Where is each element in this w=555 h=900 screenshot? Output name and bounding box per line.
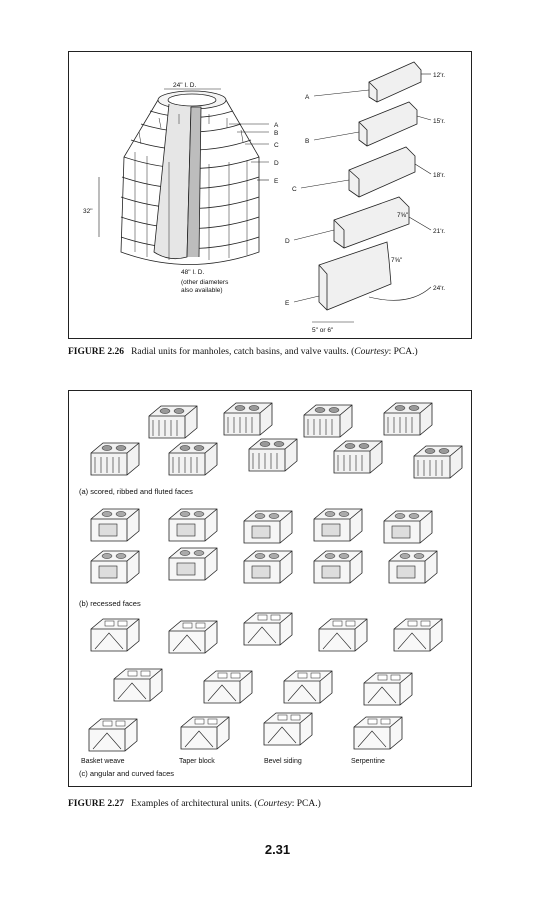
figure-2-27-courtesy-source: : PCA.) <box>291 799 321 809</box>
block-a2 <box>223 402 273 436</box>
manhole-cone-drawing <box>120 90 260 265</box>
block-a5 <box>90 442 140 476</box>
section-c-label: (c) angular and curved faces <box>79 769 174 778</box>
radial-unit-drawings <box>318 61 422 311</box>
block-c8 <box>283 670 333 704</box>
radius-24: 24ʹr. <box>433 284 445 292</box>
radial-units-illustration: 24" I. D. 32" 48" I. D. (other diameters… <box>83 61 445 334</box>
block-b6 <box>90 550 140 584</box>
block-b10 <box>388 550 438 584</box>
bottom-id-label: 48" I. D. <box>181 269 204 276</box>
figure-2-27-caption-text: Examples of architectural units. ( <box>131 799 258 809</box>
radius-21: 21ʹr. <box>433 227 445 235</box>
block-b8 <box>243 550 293 584</box>
block-b9 <box>313 550 363 584</box>
page-number: 2.31 <box>264 842 291 857</box>
ring-label-d: D <box>274 160 279 167</box>
block-a3 <box>303 404 353 438</box>
block-c9 <box>363 672 413 706</box>
block-c2 <box>168 620 218 654</box>
architectural-units-illustration: (a) scored, ribbed and fluted faces (b) … <box>79 402 463 778</box>
block-c5 <box>393 618 443 652</box>
radius-15: 15ʹr. <box>433 117 445 125</box>
block-c6 <box>113 668 163 702</box>
block-a1 <box>148 405 198 439</box>
block-b5 <box>383 510 433 544</box>
block-serpentine <box>353 716 403 750</box>
unit-name-basket-weave: Basket weave <box>81 758 125 765</box>
top-id-label: 24" I. D. <box>173 82 196 89</box>
unit-label-a: A <box>305 94 310 101</box>
unit-label-b: B <box>305 138 309 145</box>
block-b4 <box>313 508 363 542</box>
block-b2 <box>168 508 218 542</box>
block-b7 <box>168 547 218 581</box>
figure-2-26-caption: FIGURE 2.26 Radial units for manholes, c… <box>68 347 418 357</box>
figure-2-26-number: FIGURE 2.26 <box>68 347 124 357</box>
block-taper <box>180 716 230 750</box>
figure-2-26-caption-text: Radial units for manholes, catch basins,… <box>131 347 355 357</box>
ring-label-c: C <box>274 142 279 149</box>
note-line-1: (other diameters <box>181 279 229 286</box>
unit-label-d: D <box>285 238 290 245</box>
block-a8 <box>333 440 383 474</box>
height-label: 32" <box>83 208 93 215</box>
figure-2-27-number: FIGURE 2.27 <box>68 799 124 809</box>
block-c7 <box>203 670 253 704</box>
unit-name-bevel-siding: Bevel siding <box>264 758 302 765</box>
ring-leaders <box>229 123 269 181</box>
block-a9 <box>413 445 463 479</box>
block-a6 <box>168 442 218 476</box>
figure-2-26-courtesy: Courtesy <box>354 347 389 357</box>
section-a-label: (a) scored, ribbed and fluted faces <box>79 487 193 496</box>
unit-label-c: C <box>292 186 297 193</box>
block-a7 <box>248 438 298 472</box>
block-bevel-siding <box>263 712 313 746</box>
ring-label-a: A <box>274 122 279 129</box>
block-b1 <box>90 508 140 542</box>
figure-2-27-caption: FIGURE 2.27 Examples of architectural un… <box>68 799 321 809</box>
note-line-2: also available) <box>181 287 223 294</box>
figure-2-26-courtesy-source: : PCA.) <box>388 347 418 357</box>
block-c4 <box>318 618 368 652</box>
block-a4 <box>383 402 433 436</box>
figure-2-27-courtesy: Courtesy <box>257 799 292 809</box>
block-basket-weave <box>88 718 138 752</box>
section-b-label: (b) recessed faces <box>79 599 141 608</box>
block-c1 <box>90 618 140 652</box>
radius-12: 12ʹr. <box>433 71 445 79</box>
block-b3 <box>243 510 293 544</box>
unit-label-e: E <box>285 300 290 307</box>
radius-18: 18ʹr. <box>433 171 445 179</box>
depth-label: 5" or 6" <box>312 327 334 334</box>
unit-name-taper-block: Taper block <box>179 758 215 765</box>
ring-label-b: B <box>274 130 278 137</box>
figure-2-27-panel: (a) scored, ribbed and fluted faces (b) … <box>68 390 472 787</box>
ring-label-e: E <box>274 178 279 185</box>
height-e-label: 7⅝" <box>391 257 403 264</box>
unit-leaders <box>293 73 432 323</box>
unit-name-serpentine: Serpentine <box>351 758 385 765</box>
figure-2-26-panel: 24" I. D. 32" 48" I. D. (other diameters… <box>68 51 472 339</box>
height-d-label: 7⅝" <box>397 212 409 219</box>
block-c3 <box>243 612 293 646</box>
